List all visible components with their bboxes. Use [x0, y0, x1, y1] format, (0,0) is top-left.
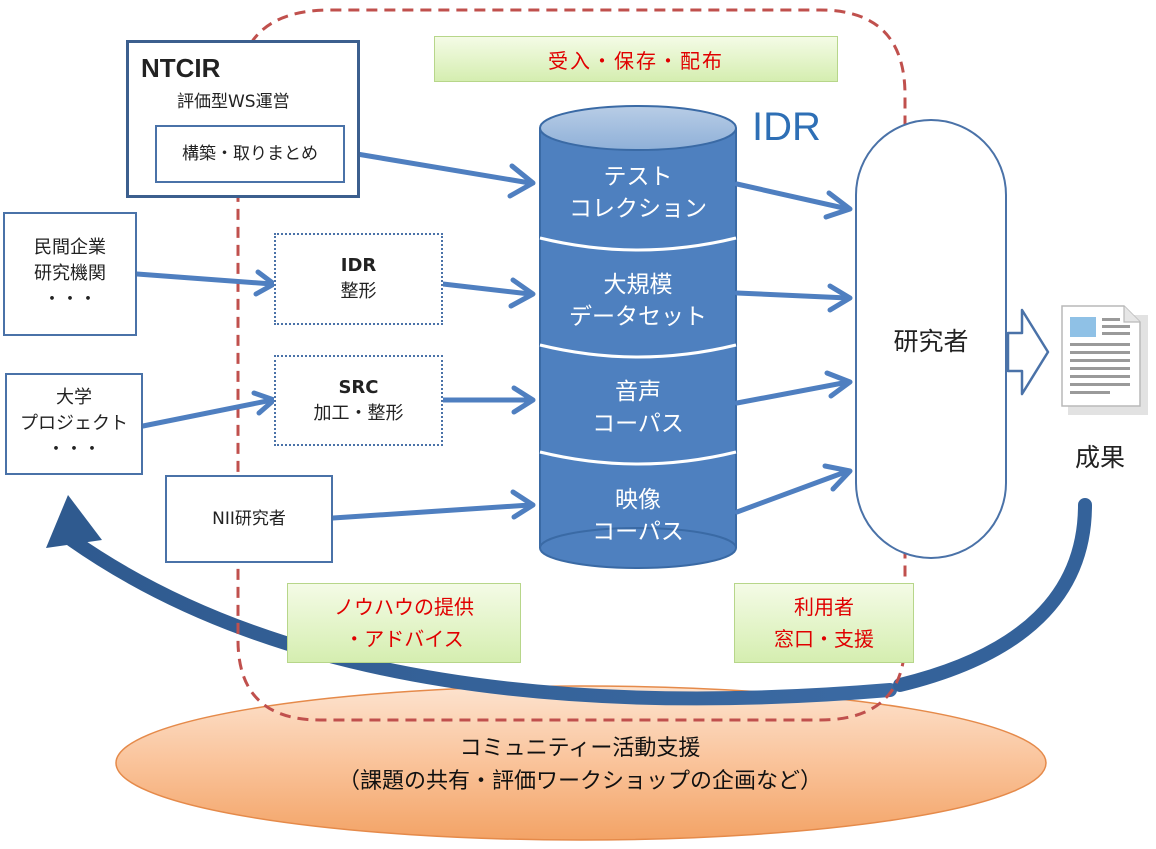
- db-segment-3-line-2: コーパス: [592, 411, 684, 437]
- feedback-curve-right: [893, 498, 1092, 692]
- document-icon: [1061, 305, 1148, 415]
- idr-process-box: IDR 整形: [274, 233, 443, 325]
- db-segment-4-line-2: コーパス: [592, 519, 684, 545]
- company-box: 民間企業 研究機関 ・・・: [3, 212, 137, 336]
- university-box: 大学 プロジェクト ・・・: [5, 373, 143, 475]
- arrow-company-to-idr: [134, 271, 275, 287]
- arrow-ntcir-to-db: [342, 149, 533, 186]
- src-process-sub: 加工・整形: [313, 402, 404, 424]
- ntcir-inner-text: 構築・取りまとめ: [182, 143, 318, 164]
- community-ellipse: [115, 685, 1047, 841]
- arrow-nii-to-db: [330, 502, 533, 521]
- db-segment-2-line-2: データセット: [569, 304, 707, 330]
- top-banner: 受入・保存・配布: [434, 36, 838, 82]
- arrow-db-to-researcher-4: [734, 468, 851, 515]
- db-segment-video-corpus: 映像 コーパス: [540, 478, 736, 554]
- university-line-2: プロジェクト: [20, 413, 128, 434]
- researcher-capsule: [855, 119, 1007, 559]
- idr-process-sub: 整形: [340, 281, 377, 302]
- ntcir-subtitle: 評価型WS運営: [177, 92, 290, 112]
- company-line-3: ・・・: [43, 289, 97, 310]
- result-label: 成果: [1074, 443, 1125, 472]
- db-segment-4-line-1: 映像: [615, 487, 661, 513]
- knowhow-line-1: ノウハウの提供: [334, 595, 474, 619]
- nii-researcher-text: NII研究者: [212, 508, 286, 529]
- db-segment-3-line-1: 音声: [615, 379, 661, 405]
- src-process-title: SRC: [338, 376, 379, 398]
- university-line-3: ・・・: [47, 439, 101, 460]
- university-line-1: 大学: [56, 387, 92, 408]
- arrow-university-to-src: [140, 397, 275, 429]
- hollow-arrow-to-result: [1006, 308, 1050, 396]
- community-line-2: （課題の共有・評価ワークショップの企画など）: [337, 769, 822, 794]
- idr-process-title: IDR: [340, 255, 377, 276]
- arrow-db-to-researcher-2: [734, 290, 851, 301]
- company-line-1: 民間企業: [34, 237, 106, 258]
- user-support-box: 利用者 窓口・支援: [734, 583, 914, 663]
- community-text: コミュニティー活動支援 （課題の共有・評価ワークショップの企画など）: [180, 730, 980, 800]
- src-process-box: SRC 加工・整形: [274, 355, 443, 446]
- researcher-label: 研究者: [893, 327, 969, 356]
- idr-label: IDR: [752, 105, 821, 149]
- db-segment-test-collection: テスト コレクション: [540, 155, 736, 231]
- feedback-curve-left: [65, 533, 897, 706]
- database-cylinder: [539, 105, 737, 569]
- db-segment-2-line-1: 大規模: [603, 272, 673, 298]
- top-banner-text: 受入・保存・配布: [548, 48, 724, 73]
- company-line-2: 研究機関: [34, 263, 106, 284]
- arrow-db-to-researcher-3: [734, 379, 851, 406]
- db-segment-1-line-1: テスト: [603, 164, 673, 190]
- knowhow-box: ノウハウの提供 ・アドバイス: [287, 583, 521, 663]
- knowhow-line-2: ・アドバイス: [344, 627, 464, 651]
- ntcir-box: NTCIR 評価型WS運営 構築・取りまとめ: [126, 40, 360, 198]
- arrow-db-to-researcher-1: [734, 181, 851, 212]
- user-support-line-2: 窓口・支援: [774, 627, 874, 651]
- nii-researcher-box: NII研究者: [165, 475, 333, 563]
- feedback-arrowhead: [46, 495, 102, 548]
- db-segment-1-line-2: コレクション: [569, 196, 707, 222]
- db-segment-speech-corpus: 音声 コーパス: [540, 370, 736, 446]
- user-support-line-1: 利用者: [794, 595, 854, 619]
- community-line-1: コミュニティー活動支援: [459, 736, 701, 761]
- db-segment-large-dataset: 大規模 データセット: [540, 263, 736, 339]
- ntcir-inner-box: 構築・取りまとめ: [155, 125, 345, 183]
- arrow-idr-to-db: [440, 281, 533, 297]
- ntcir-title: NTCIR: [141, 53, 221, 83]
